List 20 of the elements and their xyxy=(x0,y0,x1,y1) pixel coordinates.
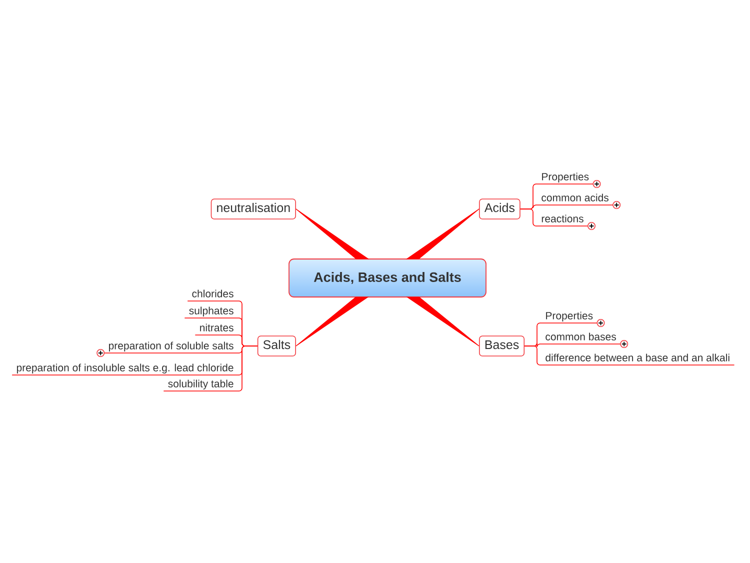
underlined-topic: reactions xyxy=(536,214,588,226)
branch-line xyxy=(238,346,258,392)
branch-line xyxy=(524,346,542,366)
underlined-topic: nitrates xyxy=(194,324,238,336)
topic-box: Salts xyxy=(257,336,296,356)
underlined-topic: Properties xyxy=(536,172,594,184)
underlined-topic: Properties xyxy=(540,312,598,324)
topic-box: Acids xyxy=(479,198,520,220)
topic-box: Bases xyxy=(479,336,525,356)
underlined-topic: difference between a base and an alkali xyxy=(540,354,735,366)
branch-line xyxy=(520,208,538,226)
topic-box: neutralisation xyxy=(210,198,296,220)
underlined-topic: sulphates xyxy=(184,306,238,318)
underlined-topic: preparation of insoluble salts e.g. lead chloride xyxy=(12,364,238,376)
underlined-topic: solubility table xyxy=(163,380,238,392)
underlined-topic: preparation of soluble salts xyxy=(104,342,238,354)
underlined-topic: common acids xyxy=(536,194,614,206)
underlined-topic: chlorides xyxy=(187,290,238,302)
central-topic-box: Acids, Bases and Salts xyxy=(288,258,486,298)
underlined-topic: common bases xyxy=(540,332,621,344)
